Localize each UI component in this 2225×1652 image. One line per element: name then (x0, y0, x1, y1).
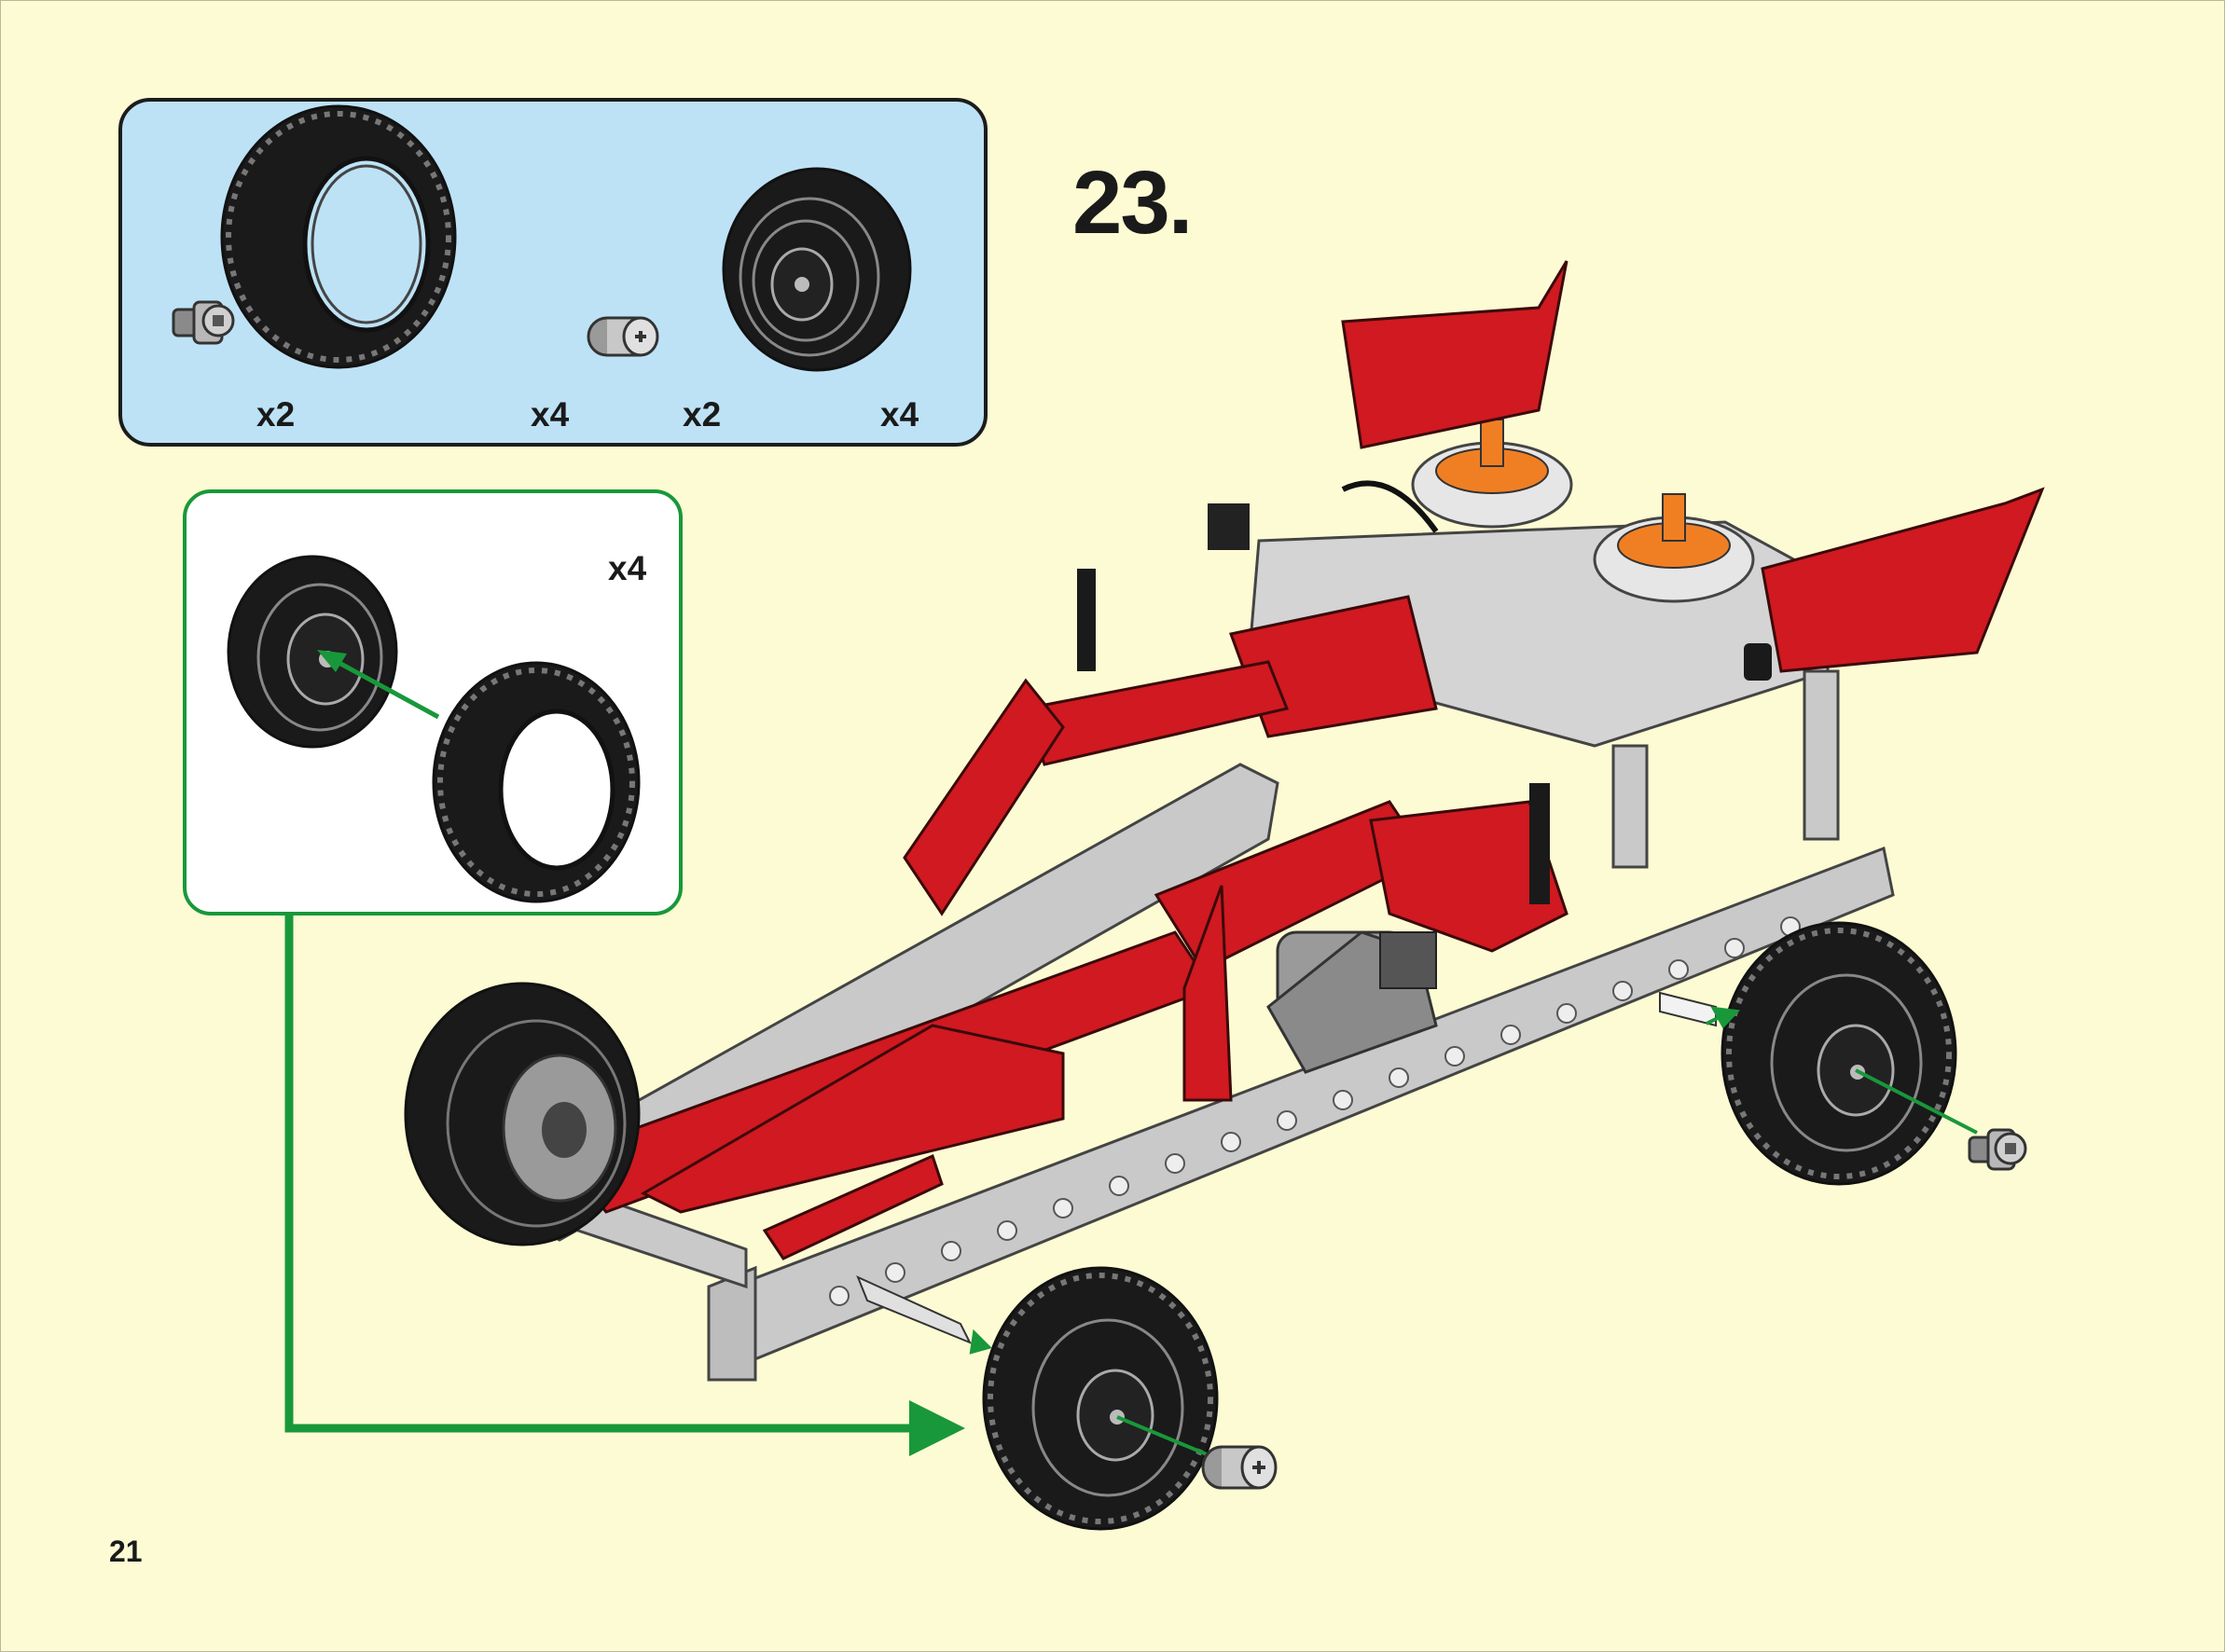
axle-pins (856, 991, 1717, 1344)
quantity-label: x2 (256, 395, 296, 434)
subassembly-callout: x4 (183, 489, 683, 915)
quantity-label: x4 (531, 395, 570, 434)
wheel-new-bottom (982, 1266, 1219, 1531)
black-pins (1077, 569, 1772, 904)
motor (1266, 930, 1438, 1074)
red-body (557, 260, 2045, 1260)
step-number: 23. (1072, 153, 1193, 253)
wheel-rim-icon (722, 167, 912, 372)
callout-connector-arrow (284, 915, 933, 1433)
page-number: 21 (109, 1535, 143, 1568)
quantity-label: x2 (683, 395, 722, 434)
pin-connector-icon (172, 300, 235, 345)
axle-bush-icon (1201, 1445, 1278, 1490)
quantity-label: x4 (608, 549, 647, 587)
axle-bush-icon (587, 316, 659, 357)
insert-arrow (334, 658, 440, 720)
wheel-front-right (1721, 921, 1957, 1186)
tire-icon (432, 661, 641, 903)
arrow-head (909, 1400, 965, 1456)
pin-connector-icon (1968, 1128, 2027, 1171)
parts-callout: x2 x4 x2 x4 (118, 98, 988, 447)
arrow-head (317, 650, 347, 672)
tire-icon (220, 104, 457, 369)
battery-box (1208, 419, 1755, 603)
assembly-arrows (969, 1006, 1978, 1470)
wheel-rear-left (404, 982, 641, 1246)
quantity-label: x4 (880, 395, 919, 434)
